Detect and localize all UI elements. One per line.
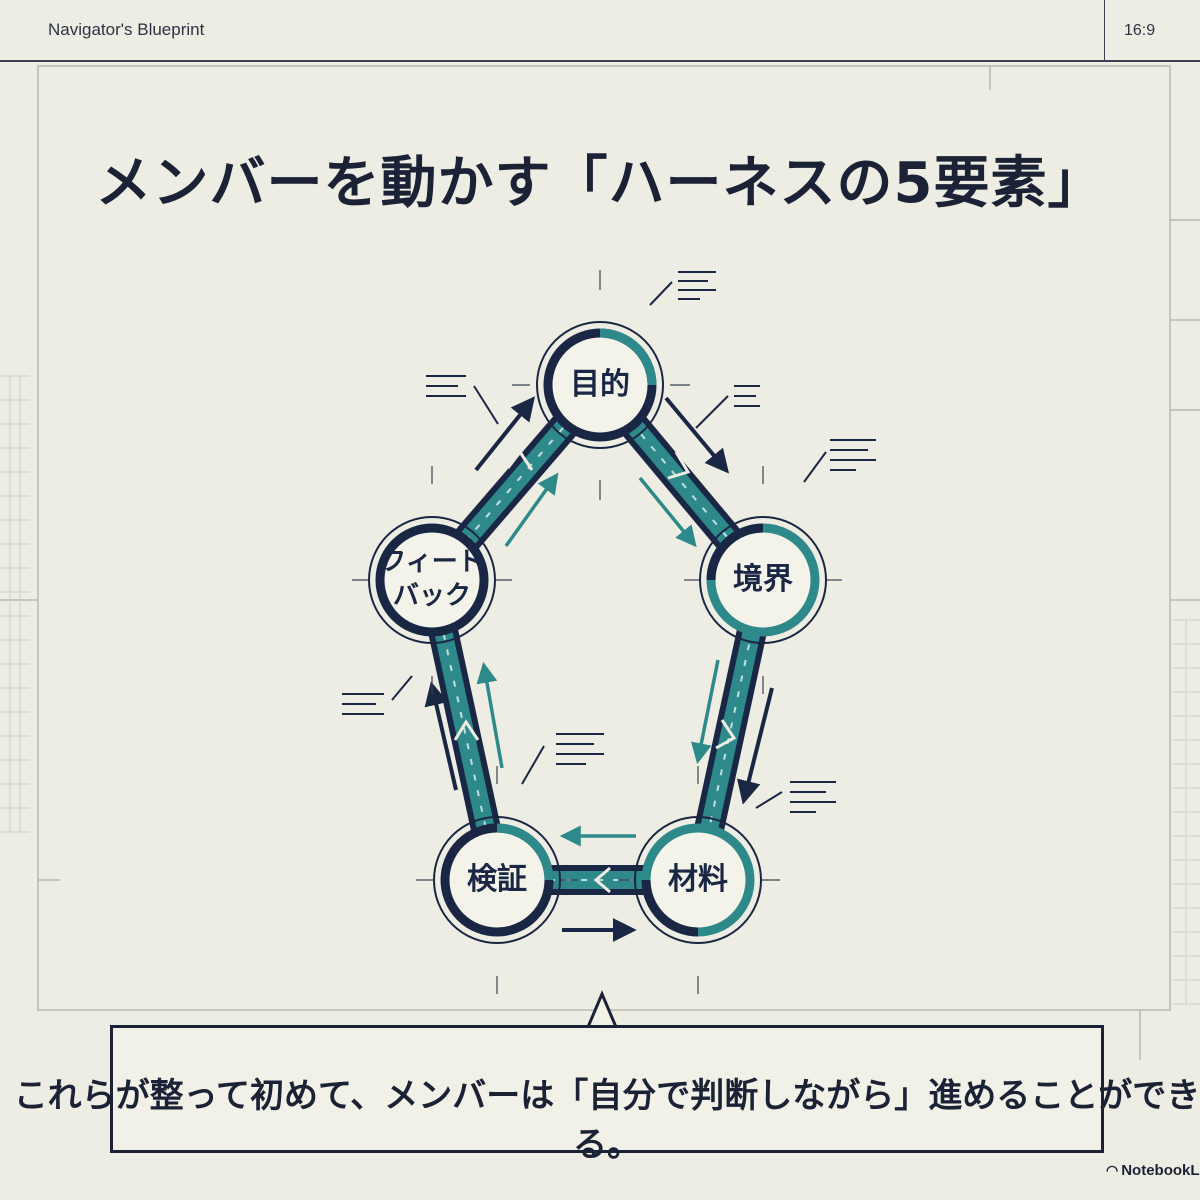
node-label-boundary: 境界 (733, 562, 793, 597)
inner-arrows (476, 472, 720, 847)
grid-left (0, 375, 30, 833)
node-label-purpose: 目的 (570, 367, 630, 402)
notebooklm-icon: ◠ (1106, 1162, 1119, 1178)
annotation-placeholders (342, 271, 876, 813)
node-circle-verification (433, 816, 561, 944)
brand-label: Navigator's Blueprint (48, 20, 205, 39)
node-circle-purpose (536, 321, 664, 449)
band-chevrons (453, 449, 737, 894)
outer-arrows (424, 396, 774, 942)
aspect-ratio-box (1104, 0, 1200, 62)
node-label-material: 材料 (668, 862, 728, 897)
callout-pointer (586, 990, 618, 1028)
aspect-ratio-label: 16:9 (1124, 22, 1156, 39)
callout-text: これらが整って初めて、メンバーは「自分で判断しながら」進めることができる。 (13, 1076, 1200, 1165)
header-bar (0, 0, 1200, 62)
node-circle-feedback (368, 516, 496, 644)
crosshair-ticks (352, 270, 842, 994)
grid-right (1172, 619, 1200, 1005)
node-label-feedback: フィード バック (380, 547, 484, 611)
callout-box (110, 1025, 1104, 1153)
footer-brand-label: NotebookLM (1121, 1162, 1200, 1179)
footer-brand: ◠NotebookLM (1106, 1162, 1200, 1179)
node-circle-material (634, 816, 762, 944)
node-label-verification: 検証 (467, 862, 527, 897)
cycle-band (417, 370, 778, 895)
page-title: メンバーを動かす「ハーネスの5要素」 (95, 151, 1105, 216)
node-circle-boundary (699, 516, 827, 644)
